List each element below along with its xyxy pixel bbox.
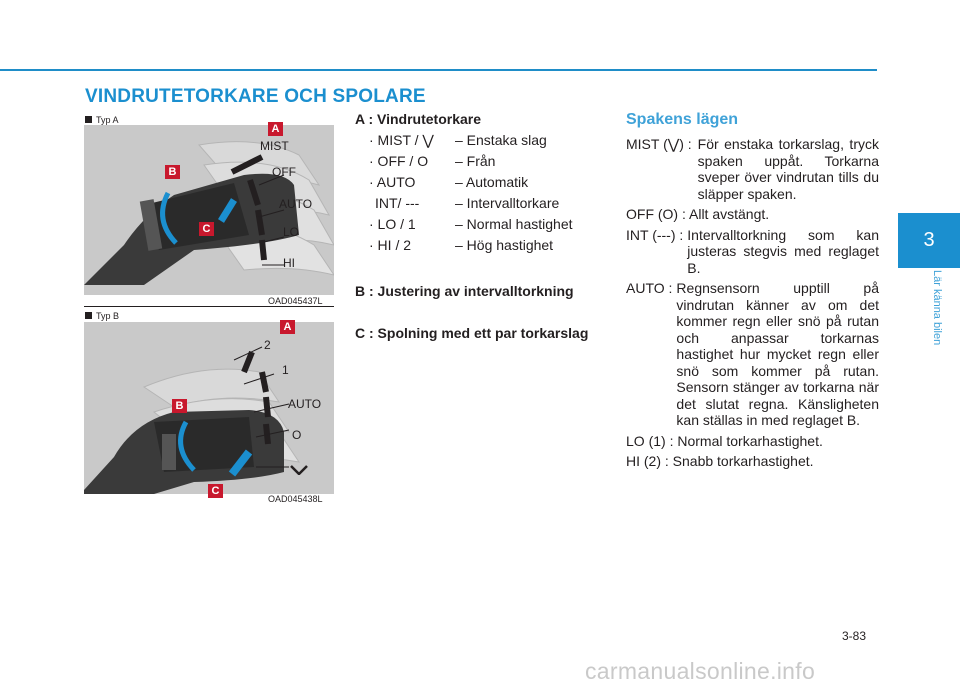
callout-mist: MIST <box>260 139 289 153</box>
figure-a-image <box>84 125 334 295</box>
position-text: Intervalltorkning som kan justeras stegv… <box>687 226 879 276</box>
figure-a-code: OAD045437L <box>268 296 323 306</box>
position-text: Regnsensorn upptill på vindrutan känner … <box>676 280 879 428</box>
bullet-square-icon <box>85 312 92 319</box>
position-off: OFF (O) : Allt avstängt. <box>626 206 770 222</box>
position-label: AUTO : <box>626 280 673 296</box>
legend-item-key: INT/ --- <box>375 195 420 211</box>
callout-lo: LO <box>283 225 300 239</box>
header-rule <box>0 69 877 71</box>
position-label: INT (---) : <box>626 226 684 243</box>
legend-item: · LO / 1 – Normal hastighet <box>355 214 615 235</box>
watermark: carmanualsonline.info <box>585 658 816 684</box>
position-lo: LO (1) : Normal torkarhastighet. <box>626 432 823 449</box>
legend-item-value: – Hög hastighet <box>455 237 554 253</box>
callout-auto: AUTO <box>288 397 322 411</box>
legend-c-title: C : Spolning med ett par torkarslag <box>355 325 589 341</box>
figure-b-image <box>84 322 334 494</box>
positions-body: MIST (⋁) : För enstaka torkarslag, tryck… <box>626 136 879 470</box>
legend-item-value: – Intervalltorkare <box>455 195 560 211</box>
mist-chevron-icon <box>290 462 308 476</box>
bullet-square-icon <box>85 116 92 123</box>
figure-b-code: OAD045438L <box>268 494 323 504</box>
chapter-title: Lär känna bilen <box>929 270 943 370</box>
wiper-lever-illustration <box>84 322 334 494</box>
position-label: MIST (⋁) : <box>626 136 692 152</box>
legend-a-title: A : Vindrutetorkare <box>355 111 482 127</box>
callout-off: OFF <box>272 165 296 179</box>
position-auto: AUTO : Regnsensorn upptill på vindrutan … <box>626 280 879 429</box>
legend-item-key: · HI / 2 <box>369 237 412 253</box>
legend-item-value: – Enstaka slag <box>455 132 547 148</box>
section-title: VINDRUTETORKARE OCH SPOLARE <box>85 86 426 107</box>
callout-off-o: O <box>292 428 302 442</box>
legend-item: · OFF / O – Från <box>355 151 615 172</box>
legend-item-key: · OFF / O <box>369 153 429 169</box>
callout-hi: HI <box>283 256 295 270</box>
chapter-tab: 3 <box>898 213 960 268</box>
figure-b-label: Typ B <box>85 311 119 321</box>
legend-item: · AUTO – Automatik <box>355 172 615 193</box>
legend-item-value: – Från <box>455 153 496 169</box>
figure-b-label-text: Typ B <box>96 311 120 321</box>
figure-a-label-text: Typ A <box>96 115 119 125</box>
legend-item-value: – Automatik <box>455 174 529 190</box>
legend-item: · HI / 2 – Hög hastighet <box>355 235 615 256</box>
position-hi: HI (2) : Snabb torkarhastighet. <box>626 453 814 469</box>
legend-item: INT/ --- – Intervalltorkare <box>355 193 615 214</box>
position-int: INT (---) : Intervalltorkning som kan ju… <box>626 227 879 277</box>
callout-auto: AUTO <box>279 197 313 211</box>
tag-a: A <box>268 122 283 136</box>
figure-a-label: Typ A <box>85 115 119 125</box>
chapter-title-text: Lär känna bilen <box>931 270 943 346</box>
figure-divider <box>84 306 334 307</box>
wiper-lever-illustration <box>84 125 334 295</box>
tag-c: C <box>208 484 223 498</box>
tag-c: C <box>199 222 214 236</box>
legend-b-title: B : Justering av intervalltorkning <box>355 283 574 299</box>
tag-a: A <box>280 320 295 334</box>
legend-column: A : Vindrutetorkare · MIST / ⋁ – Enstaka … <box>355 109 615 344</box>
legend-item-key: · AUTO <box>369 174 416 190</box>
callout-2: 2 <box>264 338 271 352</box>
legend-item-key: · MIST / ⋁ <box>369 132 434 148</box>
callout-1: 1 <box>282 363 289 377</box>
position-text: För enstaka torkarslag, tryck spaken upp… <box>697 136 879 202</box>
legend-item: · MIST / ⋁ – Enstaka slag <box>355 130 615 151</box>
tag-b: B <box>172 399 187 413</box>
page-number: 3-83 <box>842 629 867 643</box>
legend-item-value: – Normal hastighet <box>455 216 573 232</box>
tag-b: B <box>165 165 180 179</box>
position-mist: MIST (⋁) : För enstaka torkarslag, tryck… <box>626 136 879 202</box>
legend-item-key: · LO / 1 <box>369 216 416 232</box>
positions-heading: Spakens lägen <box>626 111 739 128</box>
